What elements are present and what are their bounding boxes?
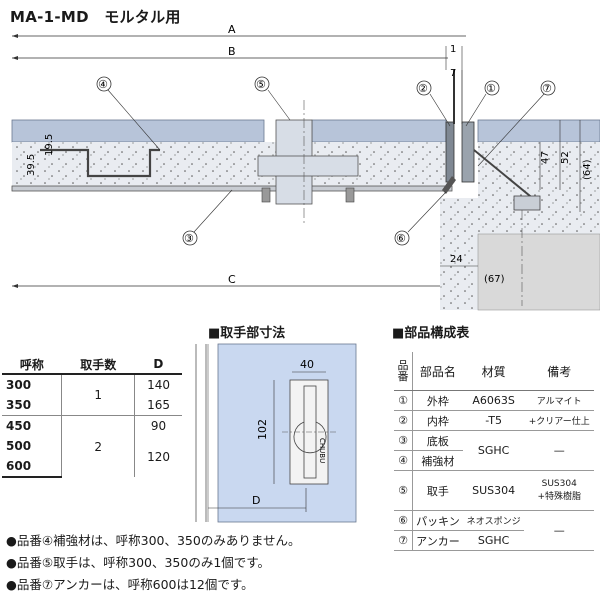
callout-5: ⑤ <box>254 76 291 121</box>
dim-24-label: 24 <box>450 254 463 265</box>
dim-1-label: 1 <box>450 44 456 55</box>
handle-dim-102: 102 <box>256 419 269 440</box>
sizes-header-nominal: 呼称 <box>2 355 62 375</box>
table-row: ⑤ 取手 SUS304 SUS304 +特殊樹脂 <box>394 470 594 511</box>
svg-text:②: ② <box>418 82 428 95</box>
notes: ●品番④補強材は、呼称300、350のみありません。 ●品番⑤取手は、呼称300… <box>6 530 300 596</box>
table-row: 450 2 90 <box>2 415 182 477</box>
parts-header-remark: 備考 <box>524 352 594 391</box>
table-row: ⑦ アンカー SGHC <box>394 530 594 551</box>
parts-table: 品番 部品名 材質 備考 ① 外枠 A6063S アルマイト ② 内枠 -T5 … <box>394 352 594 551</box>
dim-39-5-label: 39.5 <box>26 154 37 176</box>
parts-header-name: 部品名 <box>412 352 463 391</box>
page-title: MA-1-MD モルタル用 <box>10 8 181 26</box>
table-row: ① 外枠 A6063S アルマイト <box>394 390 594 411</box>
callout-7: ⑦ <box>477 80 556 167</box>
handle-brand-mark: CHUBU <box>318 438 326 463</box>
note-3: ●品番⑦アンカーは、呼称600は12個です。 <box>6 577 254 592</box>
handle-dim-d: D <box>252 494 260 507</box>
table-row: 600 <box>2 456 182 478</box>
svg-text:④: ④ <box>98 78 108 91</box>
handle-section-title: ■取手部寸法 <box>208 326 286 341</box>
callout-2: ② <box>416 80 451 127</box>
table-row: ③ 底板 SGHC — <box>394 430 594 471</box>
table-row: ④ 補強材 <box>394 450 594 471</box>
parts-table-title: ■部品構成表 <box>392 326 470 341</box>
dim-b-label: B <box>228 45 236 58</box>
parts-header-no: 品番 <box>394 352 413 391</box>
sizes-header-handles: 取手数 <box>61 355 135 375</box>
svg-text:①: ① <box>486 82 496 95</box>
callout-4: ④ <box>96 76 161 151</box>
parts-header-material: 材質 <box>462 352 525 391</box>
sizes-table: 呼称 取手数 D 300 1 140 350 165 450 2 90 500 … <box>2 355 182 478</box>
dim-52-label: 52 <box>560 151 571 164</box>
dim-67-label: (67) <box>484 274 505 285</box>
dim-c-label: C <box>228 273 236 286</box>
dim-64-label: (64) <box>582 159 593 180</box>
callout-3: ③ <box>182 189 233 246</box>
handle-detail: 40 102 D CHUBU <box>195 343 357 523</box>
callout-6: ⑥ <box>394 191 447 246</box>
callout-1: ① <box>465 80 500 127</box>
svg-text:⑤: ⑤ <box>256 78 266 91</box>
table-row: ⑥ パッキン ネオスポンジ — <box>394 510 594 551</box>
svg-text:⑦: ⑦ <box>542 82 552 95</box>
dim-a-label: A <box>228 23 236 36</box>
note-2: ●品番⑤取手は、呼称300、350のみ1個です。 <box>6 555 271 570</box>
svg-text:③: ③ <box>184 232 194 245</box>
table-row: ② 内枠 -T5 +クリアー仕上 <box>394 410 594 431</box>
dim-47-label: 47 <box>540 151 551 164</box>
sizes-header-d: D <box>134 355 182 375</box>
table-row: 300 1 140 <box>2 374 182 416</box>
table-row: 350 165 <box>6 398 171 412</box>
table-row: 500 120 <box>6 439 171 464</box>
svg-text:⑥: ⑥ <box>396 232 406 245</box>
note-1: ●品番④補強材は、呼称300、350のみありません。 <box>6 533 301 548</box>
handle-dim-40: 40 <box>300 358 314 371</box>
dim-7-label: 7 <box>450 68 456 79</box>
dim-19-5-label: 19.5 <box>44 134 55 156</box>
